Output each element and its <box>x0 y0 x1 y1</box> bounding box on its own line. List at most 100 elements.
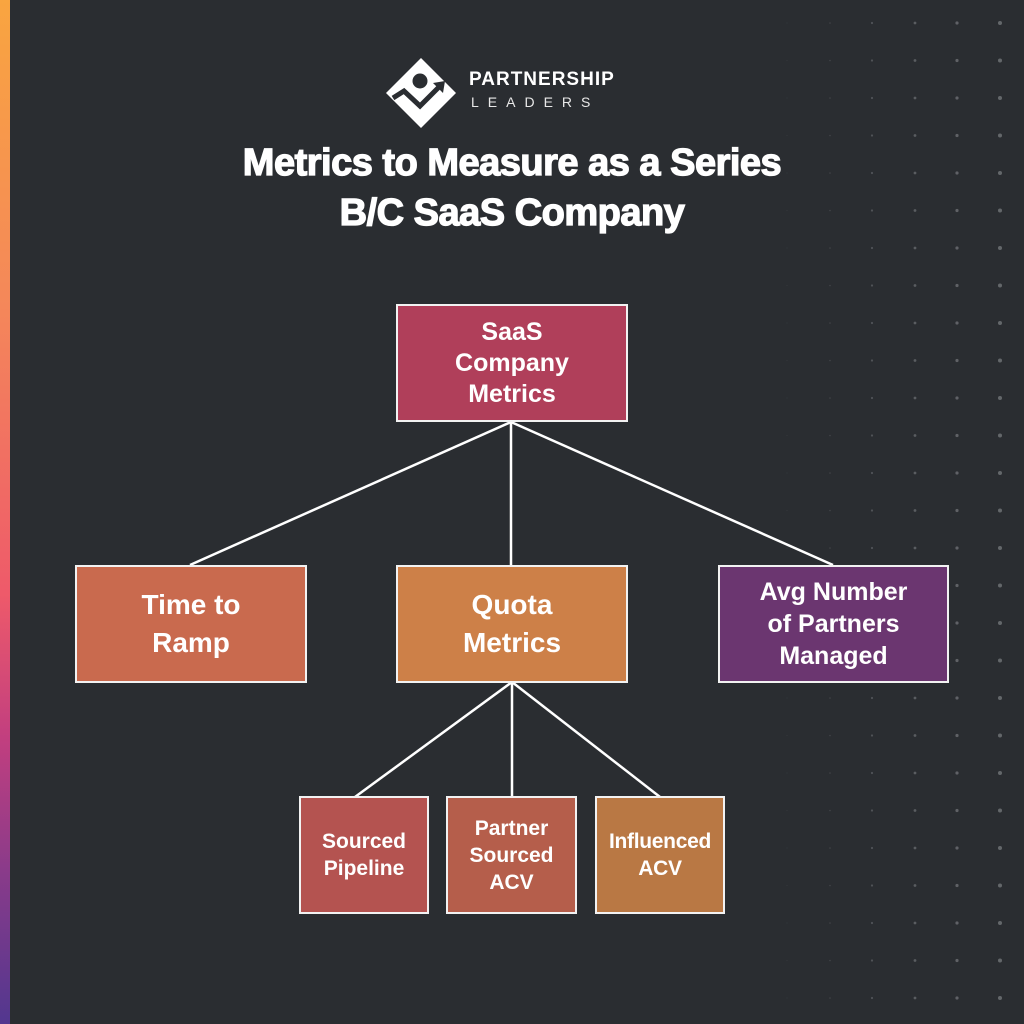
decorative-dot <box>955 771 959 775</box>
decorative-dot <box>786 960 788 961</box>
decorative-dot <box>998 96 1002 100</box>
decorative-dot <box>786 435 788 436</box>
decorative-dot <box>829 22 831 24</box>
decorative-dot <box>786 60 788 61</box>
decorative-dot <box>955 696 959 700</box>
decorative-dot <box>913 809 917 812</box>
decorative-dot <box>786 922 788 924</box>
decorative-dot <box>955 583 959 588</box>
decorative-dot <box>998 921 1002 925</box>
decorative-dot <box>870 209 874 212</box>
brand-name-line1: PARTNERSHIP <box>469 69 615 90</box>
node-quota-metrics: Quota Metrics <box>396 565 628 683</box>
decorative-dot <box>829 97 831 99</box>
decorative-dot <box>786 22 788 24</box>
node-sourced-pipeline: Sourced Pipeline <box>299 796 429 914</box>
decorative-dot <box>955 358 959 363</box>
node-label: Partner Sourced ACV <box>469 816 554 894</box>
decorative-dot <box>913 284 917 287</box>
decorative-dot <box>829 247 831 249</box>
decorative-dot <box>998 846 1002 850</box>
decorative-dot <box>998 771 1002 775</box>
decorative-dot <box>955 246 959 250</box>
decorative-dot <box>955 208 959 213</box>
decorative-dot <box>998 171 1002 175</box>
decorative-dot <box>998 283 1002 288</box>
decorative-dot <box>829 922 831 924</box>
decorative-dot <box>829 959 831 962</box>
decorative-dot <box>786 135 788 136</box>
decorative-dot <box>913 434 917 437</box>
decorative-dot <box>955 883 959 888</box>
decorative-dot <box>829 134 831 137</box>
decorative-dot <box>829 772 831 774</box>
decorative-dot <box>829 847 831 849</box>
decorative-dot <box>870 546 874 550</box>
decorative-dot <box>829 434 831 437</box>
decorative-dot <box>870 509 874 512</box>
decorative-dot <box>998 58 1002 63</box>
decorative-dot <box>786 172 788 174</box>
node-influenced-acv: Influenced ACV <box>595 796 725 914</box>
decorative-dot <box>998 208 1002 213</box>
decorative-dot <box>786 322 788 324</box>
decorative-dot <box>913 321 917 325</box>
decorative-dot <box>829 547 831 549</box>
page-title-line2: B/C SaaS Company <box>339 191 685 234</box>
decorative-dot <box>998 246 1002 250</box>
decorative-dot <box>998 508 1002 513</box>
decorative-dot <box>786 735 788 736</box>
decorative-dot <box>913 21 917 25</box>
decorative-dot <box>998 658 1002 663</box>
decorative-dot <box>786 810 788 811</box>
decorative-dot <box>913 246 917 250</box>
decorative-dot <box>786 547 788 549</box>
decorative-dot <box>829 172 831 174</box>
decorative-dot <box>786 210 788 211</box>
decorative-dot <box>829 884 831 887</box>
decorative-dot <box>786 97 788 99</box>
decorative-dot <box>913 471 917 475</box>
decorative-dot <box>870 21 874 25</box>
decorative-dot <box>998 396 1002 400</box>
decorative-dot <box>829 322 831 324</box>
decorative-dot <box>913 771 917 775</box>
node-time-to-ramp: Time to Ramp <box>75 565 307 683</box>
decorative-dot <box>913 546 917 550</box>
decorative-dot <box>913 509 917 512</box>
decorative-dot <box>955 133 959 138</box>
decorative-dot <box>786 510 788 511</box>
decorative-dot <box>913 734 917 737</box>
decorative-dot <box>998 433 1002 438</box>
decorative-dot <box>870 59 874 62</box>
decorative-dot <box>913 396 917 400</box>
decorative-dot <box>829 359 831 362</box>
decorative-dot <box>786 397 788 399</box>
decorative-dot <box>955 96 959 100</box>
brand-logo: PARTNERSHIP LEADERS <box>385 57 645 129</box>
decorative-dot <box>829 59 831 62</box>
decorative-dot <box>913 921 917 925</box>
decorative-dot <box>998 696 1002 700</box>
node-avg-partners-managed: Avg Number of Partners Managed <box>718 565 949 683</box>
decorative-dot <box>829 997 831 999</box>
decorative-dot <box>870 696 874 700</box>
decorative-dot <box>955 921 959 925</box>
decorative-dot <box>829 472 831 474</box>
decorative-dot <box>786 285 788 286</box>
decorative-dot <box>955 396 959 400</box>
decorative-dot <box>955 658 959 663</box>
decorative-dot <box>955 846 959 850</box>
decorative-dot <box>870 171 874 175</box>
gradient-accent-stripe <box>0 0 10 1024</box>
decorative-dot <box>870 396 874 400</box>
decorative-dot <box>829 284 831 287</box>
decorative-dot <box>870 959 874 962</box>
decorative-dot <box>998 358 1002 363</box>
decorative-dot <box>786 360 788 361</box>
decorative-dot <box>913 996 917 1000</box>
decorative-dot <box>870 134 874 137</box>
decorative-dot <box>998 996 1002 1000</box>
decorative-dot <box>955 433 959 438</box>
